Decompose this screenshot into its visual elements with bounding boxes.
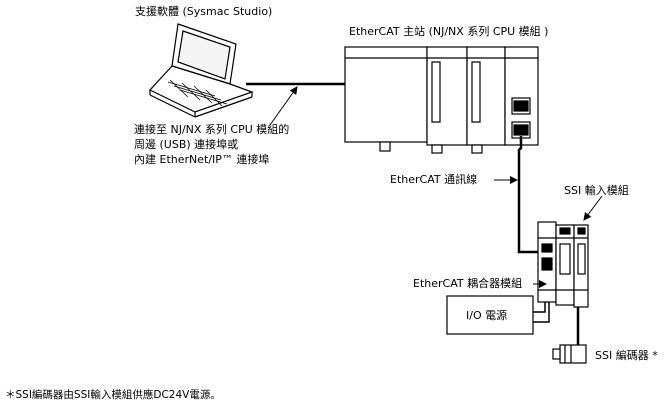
footnote: ＊SSI編碼器由SSI輸入模組供應DC24V電源。 xyxy=(5,389,221,401)
connect-port-label-3: 內建 EtherNet/IP™ 連接埠 xyxy=(134,153,270,166)
ssi-encoder-label: SSI 編碼器 * xyxy=(595,349,658,362)
io-power-wire xyxy=(533,302,546,313)
ssi-module-leader xyxy=(583,195,603,221)
cable-label: EtherCAT 通訊線 xyxy=(390,173,478,186)
io-power-label: I/O 電源 xyxy=(466,309,508,322)
ssi-encoder-icon xyxy=(552,344,587,364)
coupler-unit xyxy=(537,221,589,308)
connect-port-label-2: 周邊 (USB) 連接埠或 xyxy=(134,138,239,151)
master-label: EtherCAT 主站 (NJ/NX 系列 CPU 模組 ) xyxy=(349,25,549,38)
connect-port-leader xyxy=(269,86,298,126)
io-power-box xyxy=(446,295,534,335)
software-label: 支援軟體 (Sysmac Studio) xyxy=(135,5,273,18)
ethercat-cable xyxy=(517,136,540,254)
connect-port-label-1: 連接至 NJ/NX 系列 CPU 模組的 xyxy=(134,123,290,136)
ssi-module-label: SSI 輸入模組 xyxy=(564,184,629,197)
cpu-rack xyxy=(344,46,539,154)
laptop-icon xyxy=(149,23,254,118)
coupler-label: EtherCAT 耦合器模組 xyxy=(413,277,523,290)
